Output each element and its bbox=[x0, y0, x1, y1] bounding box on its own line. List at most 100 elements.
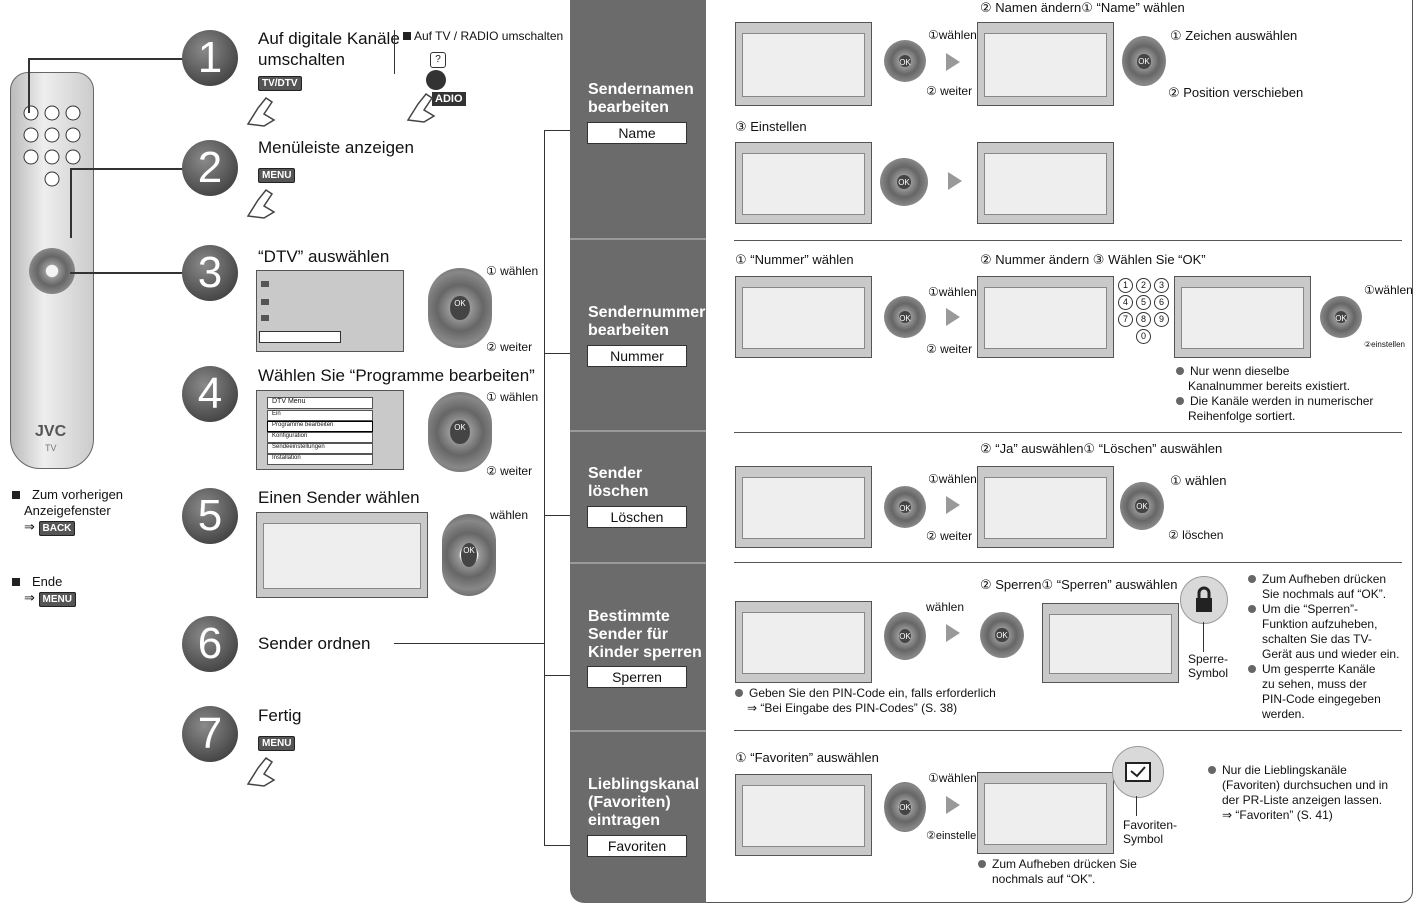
section-loeschen-label[interactable]: Löschen bbox=[587, 506, 687, 528]
ok-button[interactable]: OK bbox=[896, 174, 912, 190]
dtv-menu-item[interactable]: Konfiguration bbox=[267, 432, 373, 443]
name-dpad-2[interactable]: OK bbox=[1122, 36, 1166, 86]
number-key[interactable]: 4 bbox=[1118, 295, 1133, 310]
step-3-title: “DTV” auswählen bbox=[258, 247, 390, 266]
ok-button[interactable]: OK bbox=[450, 420, 470, 444]
connector-line bbox=[70, 272, 183, 274]
step-1-note: Auf TV / RADIO umschalten bbox=[403, 29, 563, 43]
dtv-menu-item[interactable]: Ein bbox=[267, 410, 373, 421]
ok-button[interactable]: OK bbox=[898, 54, 912, 68]
section-divider bbox=[570, 430, 706, 432]
fav-symbol-label-1: Favoriten- bbox=[1123, 818, 1178, 832]
name-dpad-3[interactable]: OK bbox=[880, 158, 928, 206]
menu-key[interactable]: MENU bbox=[258, 168, 296, 183]
number-key[interactable]: 8 bbox=[1136, 312, 1151, 327]
ok-button[interactable]: OK bbox=[1135, 498, 1149, 514]
section-divider bbox=[570, 238, 706, 240]
menu-key[interactable]: MENU bbox=[258, 736, 296, 751]
connector-line bbox=[1136, 796, 1137, 816]
fav-dpad[interactable]: OK bbox=[884, 782, 926, 832]
number-key[interactable]: 0 bbox=[1136, 329, 1151, 344]
remote-keypad bbox=[21, 103, 83, 193]
section-sperren-label[interactable]: Sperren bbox=[587, 666, 687, 688]
section-divider bbox=[570, 730, 706, 732]
number-key[interactable]: 5 bbox=[1136, 295, 1151, 310]
divider-line bbox=[394, 30, 395, 74]
sperren-dpad-1[interactable]: OK bbox=[884, 612, 926, 660]
nummer-screen-2 bbox=[977, 276, 1114, 358]
nummer-screen-1 bbox=[735, 276, 872, 358]
name-header: ② Namen ändern① “Name” wählen bbox=[980, 0, 1185, 15]
number-key[interactable]: 3 bbox=[1154, 278, 1169, 293]
note-end: Ende ⇒ MENU bbox=[12, 574, 76, 608]
ok-button[interactable]: OK bbox=[995, 628, 1009, 642]
number-key[interactable]: 1 bbox=[1118, 278, 1133, 293]
fav-symbol-label: Favoriten- Symbol bbox=[1123, 818, 1177, 846]
sperren-right-note: zu sehen, muss der bbox=[1262, 677, 1367, 691]
nummer-dpad-2[interactable]: OK bbox=[1320, 296, 1362, 338]
tv-dtv-key[interactable]: TV/DTV bbox=[258, 76, 302, 91]
section-rule bbox=[734, 240, 1402, 241]
hand-press-icon bbox=[244, 754, 278, 788]
bracket-line bbox=[544, 675, 588, 676]
nummer-dpad-1[interactable]: OK bbox=[884, 296, 926, 338]
step-5-dpad[interactable]: OK bbox=[442, 514, 496, 596]
section-rule bbox=[734, 562, 1402, 563]
ok-button[interactable]: OK bbox=[898, 310, 912, 324]
nummer-set-label: ②einstellen bbox=[1364, 340, 1405, 349]
ok-button[interactable]: OK bbox=[450, 296, 470, 320]
menu-key[interactable]: MENU bbox=[38, 592, 76, 607]
number-key[interactable]: 7 bbox=[1118, 312, 1133, 327]
sperren-dpad-2[interactable]: OK bbox=[980, 612, 1024, 658]
nummer-screen-3 bbox=[1174, 276, 1311, 358]
lock-symbol-label-2: Symbol bbox=[1188, 666, 1229, 680]
loeschen-dpad-2[interactable]: OK bbox=[1120, 482, 1164, 530]
section-nummer-label[interactable]: Nummer bbox=[587, 345, 687, 367]
name-dpad-1[interactable]: OK bbox=[884, 40, 926, 82]
name-screen-3 bbox=[735, 142, 872, 224]
section-name-label[interactable]: Name bbox=[587, 122, 687, 144]
step-6-number: 6 bbox=[182, 616, 238, 672]
step-4-dpad[interactable]: OK bbox=[428, 392, 492, 472]
ok-button[interactable]: OK bbox=[1334, 310, 1348, 324]
sperren-pin-note: Geben Sie den PIN-Code ein, falls erford… bbox=[735, 686, 996, 716]
connector-line bbox=[70, 168, 72, 238]
section-favoriten-title-line: Lieblingskanal bbox=[588, 776, 700, 793]
note-back-line2: Anzeigefenster bbox=[24, 503, 111, 518]
loeschen-dpad-1[interactable]: OK bbox=[884, 486, 926, 528]
bullet-icon bbox=[1208, 766, 1216, 774]
back-key[interactable]: BACK bbox=[38, 521, 76, 536]
sperren-right-notes: Zum Aufheben drücken Sie nochmals auf “O… bbox=[1248, 572, 1399, 722]
number-key[interactable]: 6 bbox=[1154, 295, 1169, 310]
section-favoriten-title-line: eintragen bbox=[588, 812, 661, 829]
section-favoriten-label[interactable]: Favoriten bbox=[587, 835, 687, 857]
ok-button[interactable]: OK bbox=[460, 542, 478, 568]
step-3-dpad[interactable]: OK bbox=[428, 268, 492, 348]
loeschen-delete-label: ② löschen bbox=[1168, 528, 1224, 542]
section-name-title: Sendernamen bearbeiten bbox=[588, 81, 694, 117]
number-key[interactable]: 9 bbox=[1154, 312, 1169, 327]
remote-dpad[interactable] bbox=[29, 248, 75, 294]
section-sperren-title: Bestimmte Sender für Kinder sperren bbox=[588, 608, 702, 662]
ok-button[interactable]: OK bbox=[898, 799, 912, 815]
loeschen-header: ② “Ja” auswählen① “Löschen” auswählen bbox=[980, 441, 1223, 456]
dtv-menu-title: DTV Menu bbox=[267, 397, 373, 409]
dtv-menu-item[interactable]: Sendeeinstellungen bbox=[267, 443, 373, 454]
ok-button[interactable]: OK bbox=[898, 628, 912, 644]
ok-button[interactable]: OK bbox=[1137, 53, 1151, 69]
step-4-number: 4 bbox=[182, 366, 238, 422]
name-next-label: ② weiter bbox=[926, 84, 973, 98]
hand-press-icon bbox=[244, 94, 278, 128]
section-sperren-title-line: Sender für bbox=[588, 626, 669, 643]
sperren-right-note: Sie nochmals auf “OK”. bbox=[1262, 587, 1387, 601]
step-2-title: Menüleiste anzeigen bbox=[258, 138, 414, 157]
step-6-title: Sender ordnen bbox=[258, 634, 371, 653]
ok-button[interactable]: OK bbox=[898, 500, 912, 514]
dtv-menu-item[interactable]: Programme bearbeiten bbox=[267, 421, 373, 432]
radio-key-label: ADIO bbox=[432, 92, 466, 106]
name-screen-2 bbox=[977, 22, 1114, 106]
number-key[interactable]: 2 bbox=[1136, 278, 1151, 293]
dtv-menu-item[interactable]: Installation bbox=[267, 454, 373, 465]
section-rule bbox=[734, 730, 1402, 731]
section-nummer-title: Sendernummer bearbeiten bbox=[588, 304, 705, 340]
